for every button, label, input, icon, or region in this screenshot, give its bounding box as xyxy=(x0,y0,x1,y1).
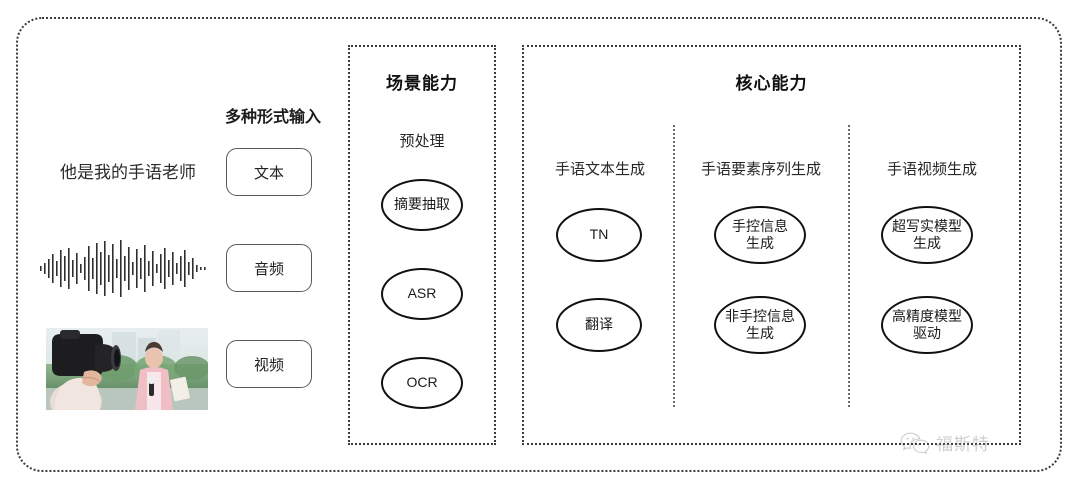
node-ocr[interactable]: OCR xyxy=(381,357,463,409)
video-thumbnail-image xyxy=(46,328,208,410)
core-capability-title: 核心能力 xyxy=(735,74,808,93)
node-tn[interactable]: TN xyxy=(556,208,642,262)
core-capability-panel: 核心能力 xyxy=(522,45,1021,445)
core-column-title-text-generation: 手语文本生成 xyxy=(554,161,645,178)
node-non-manual-signal-generation[interactable]: 非手控信息 生成 xyxy=(714,296,806,354)
audio-waveform-icon xyxy=(38,238,208,298)
input-chip-text[interactable]: 文本 xyxy=(226,148,312,196)
input-section-heading: 多种形式输入 xyxy=(224,109,321,126)
scene-subtitle-preprocess: 预处理 xyxy=(399,133,445,150)
core-column-divider-2 xyxy=(848,125,850,407)
node-translation[interactable]: 翻译 xyxy=(556,298,642,352)
input-chip-video[interactable]: 视频 xyxy=(226,340,312,388)
node-summary-extraction[interactable]: 摘要抽取 xyxy=(381,179,463,231)
sample-input-text: 他是我的手语老师 xyxy=(60,163,196,182)
scene-capability-title: 场景能力 xyxy=(386,74,458,93)
outer-frame xyxy=(16,17,1062,472)
node-manual-signal-generation[interactable]: 手控信息 生成 xyxy=(714,206,806,264)
node-photorealistic-model-generation[interactable]: 超写实模型 生成 xyxy=(881,206,973,264)
scene-capability-panel: 场景能力 xyxy=(348,45,496,445)
core-column-divider-1 xyxy=(673,125,675,407)
node-high-precision-model-driving[interactable]: 高精度模型 驱动 xyxy=(881,296,973,354)
node-asr[interactable]: ASR xyxy=(381,268,463,320)
core-column-title-element-sequence: 手语要素序列生成 xyxy=(700,161,821,178)
input-chip-audio[interactable]: 音频 xyxy=(226,244,312,292)
core-column-title-video-generation: 手语视频生成 xyxy=(886,161,977,178)
